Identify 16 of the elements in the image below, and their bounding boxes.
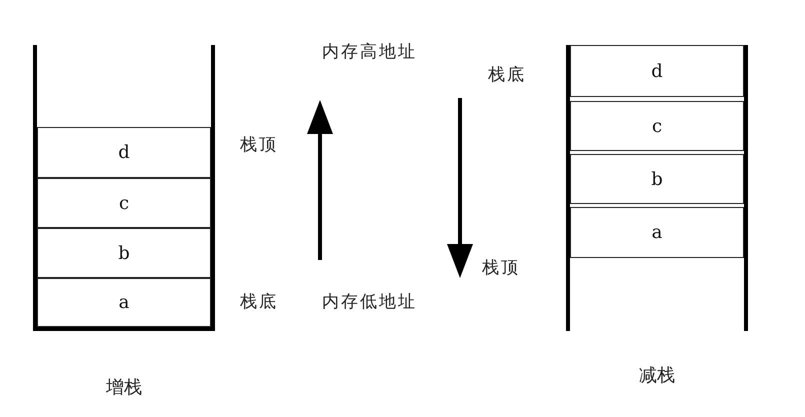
memory-label: 栈底 [240,291,278,313]
stack-cell: c [570,101,744,151]
memory-label: 栈顶 [482,257,520,279]
memory-label: 栈顶 [240,134,278,156]
stack-cell: d [37,127,211,178]
stack-cell: b [37,228,211,278]
stack-caption: 减栈 [638,364,676,387]
memory-label: 内存低地址 [322,291,417,313]
stack-cell: a [570,207,744,258]
stack-cell: b [570,154,744,204]
stack-cell: d [570,45,744,97]
stack-caption: 增栈 [105,376,143,399]
stack-cell: a [37,278,211,327]
memory-label: 内存高地址 [322,41,417,63]
memory-label: 栈底 [488,64,526,86]
stack-cell: c [37,178,211,228]
